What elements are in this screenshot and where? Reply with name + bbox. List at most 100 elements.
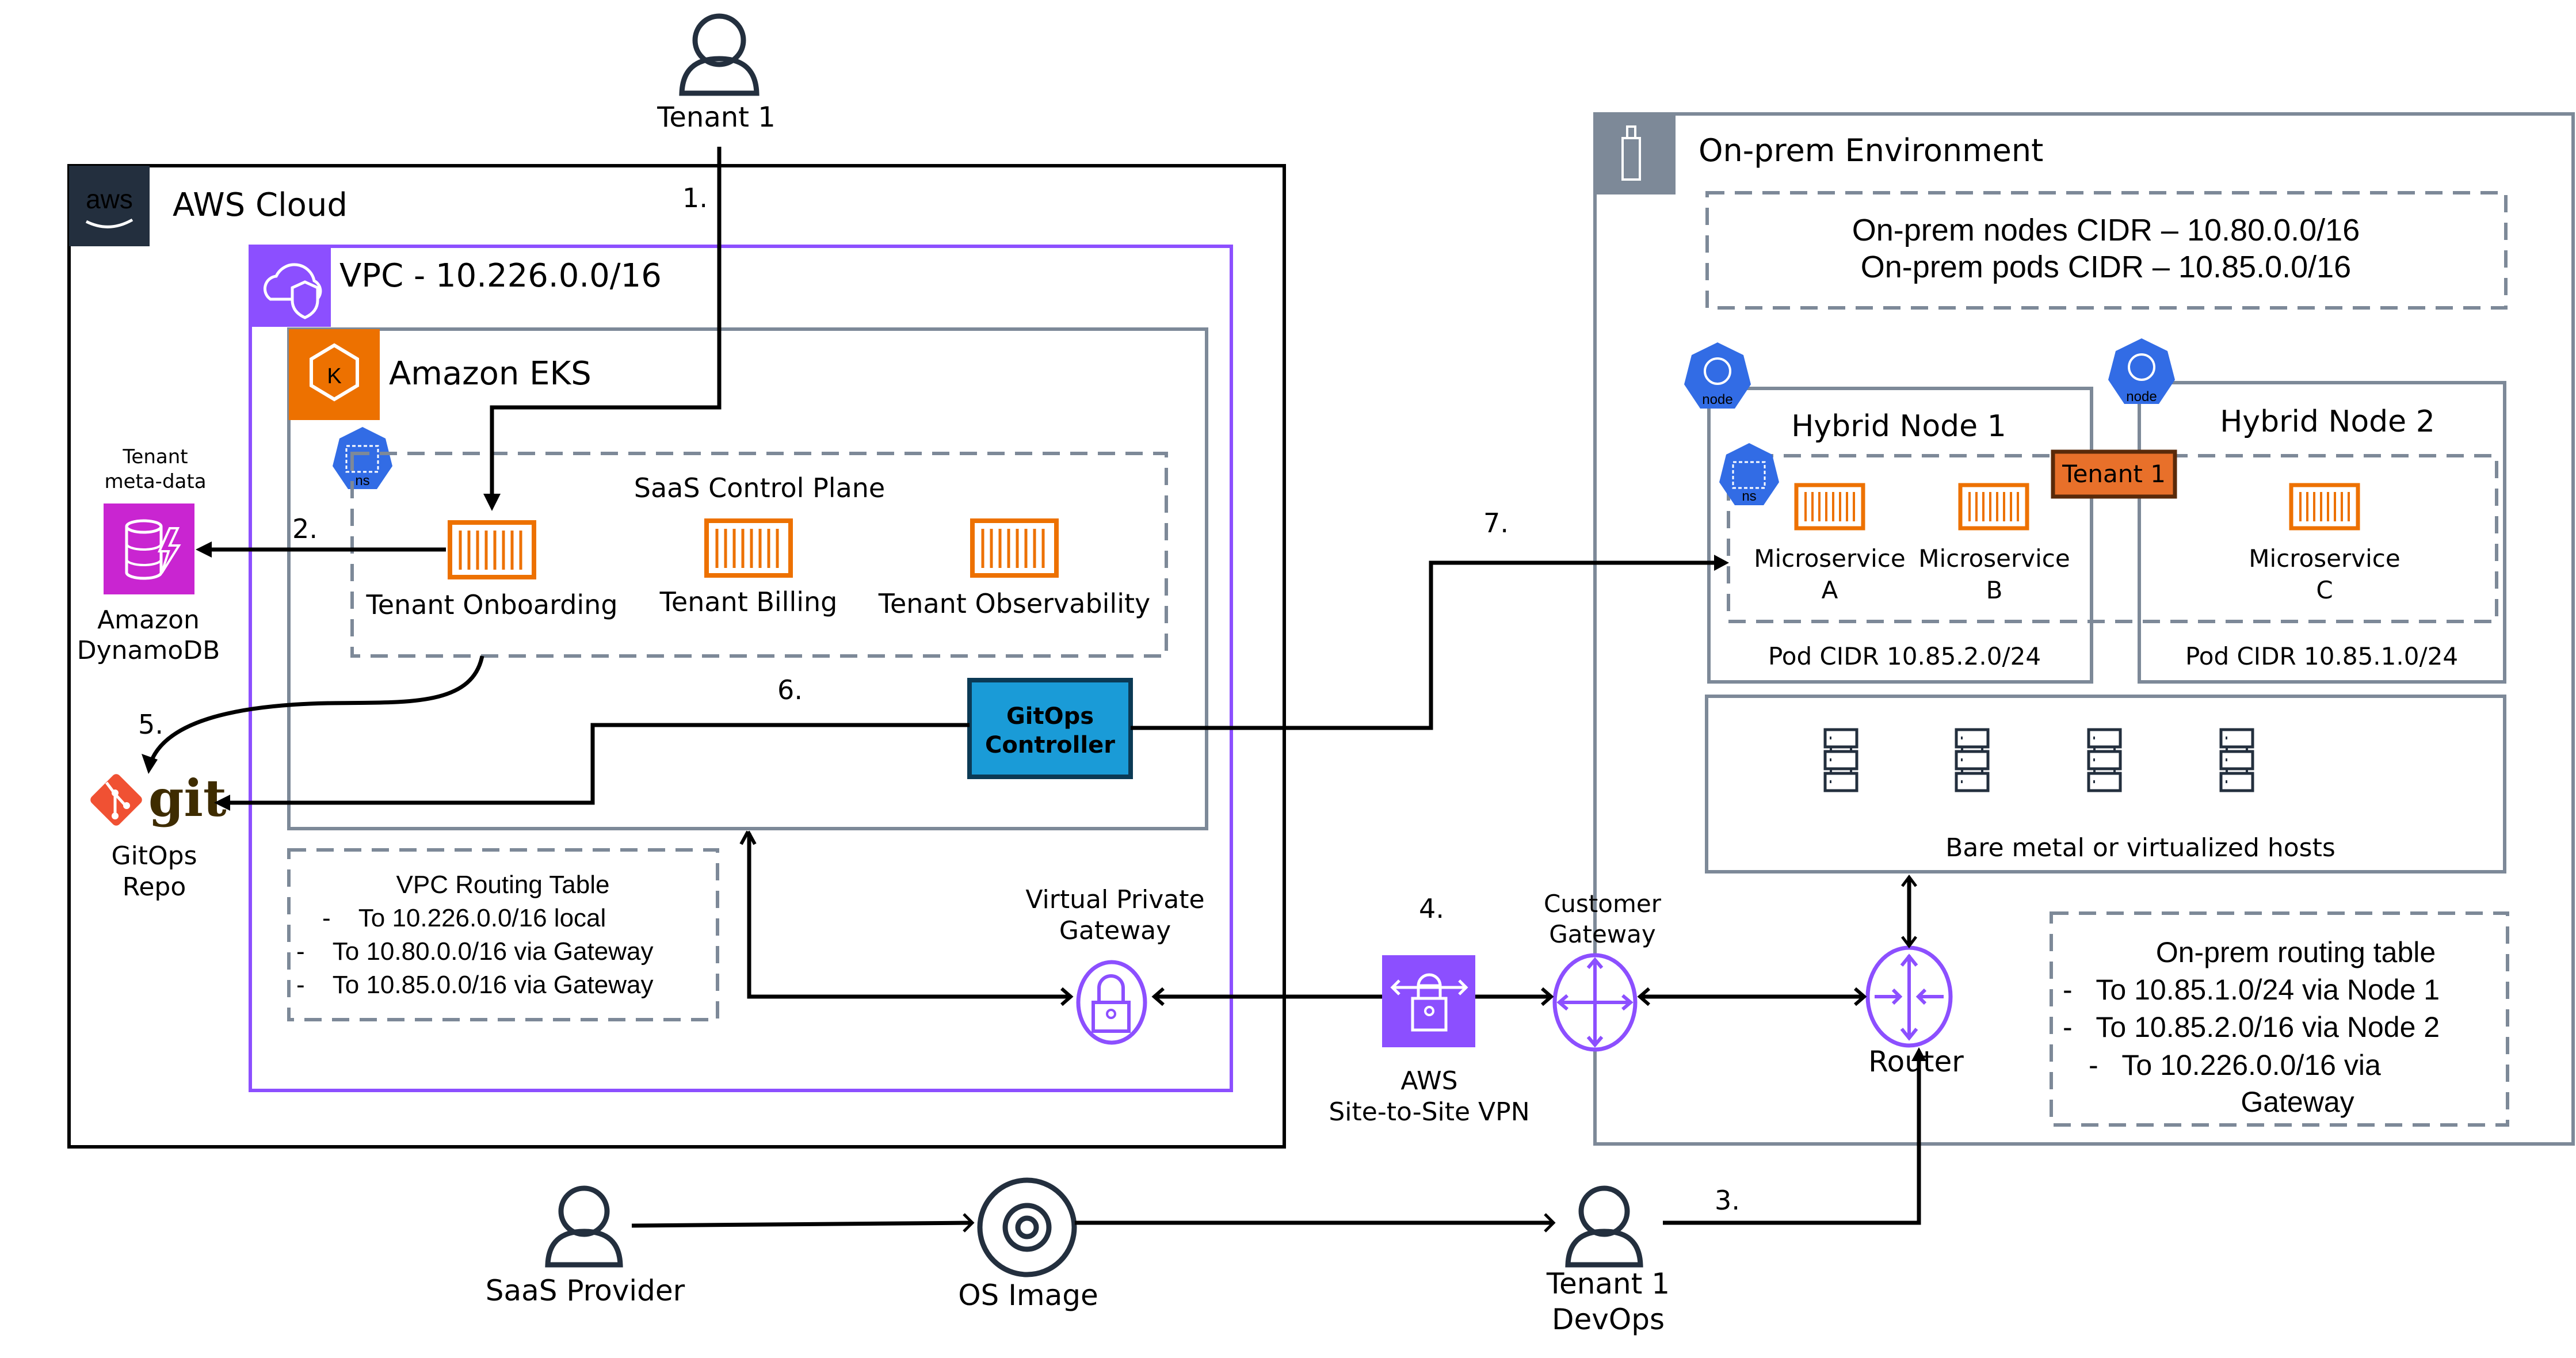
tenant-devops-actor[interactable]: Tenant 1 DevOps <box>1546 1185 1670 1336</box>
microservice-label: Microservice <box>1754 544 1905 573</box>
step-1-label: 1. <box>682 182 708 213</box>
gitops-controller-label-2: Controller <box>985 732 1115 758</box>
ns-label: ns <box>1742 489 1756 504</box>
gitops-controller-label-1: GitOps <box>1006 703 1094 730</box>
eks-group: K Amazon EKS ns SaaS Control Plane Tenan… <box>287 327 1208 830</box>
saas-provider-actor[interactable]: SaaS Provider <box>486 1185 685 1307</box>
git-label-1: GitOps <box>111 841 197 871</box>
site-to-site-vpn[interactable]: AWS Site-to-Site VPN <box>1329 955 1530 1127</box>
hosts-boundary <box>1705 695 2506 873</box>
gear-icon <box>1704 357 1731 385</box>
container-bars-icon <box>2299 492 2350 521</box>
vpc-routing-row: - To 10.85.0.0/16 via Gateway <box>296 971 653 999</box>
server-icon <box>1955 728 1990 792</box>
vpc-title: VPC - 10.226.0.0/16 <box>339 257 662 295</box>
vpn-icon <box>1382 955 1475 1047</box>
microservice-a[interactable]: Microservice A <box>1754 483 1906 604</box>
vpc-shield-icon <box>291 280 319 319</box>
eks-title: Amazon EKS <box>389 355 591 392</box>
flow-5-line <box>148 655 484 764</box>
amazon-dynamodb[interactable]: Tenant meta-data Amazon DynamoDB <box>77 445 220 665</box>
router[interactable]: Router <box>1865 945 1964 1078</box>
vpg-label-2: Gateway <box>1059 916 1171 945</box>
tenant-1-tag[interactable] <box>1729 285 2093 309</box>
virtual-private-gateway[interactable]: Virtual Private Gateway <box>1025 885 1205 1045</box>
onprem-cidr-line: On-prem pods CIDR – 10.85.0.0/16 <box>1861 250 2351 284</box>
devops-label-1: Tenant 1 <box>1546 1267 1670 1300</box>
git-wordmark: git <box>148 768 227 828</box>
container-bars-icon <box>459 531 522 570</box>
vpg-label-1: Virtual Private <box>1025 885 1204 914</box>
namespace-badge-onprem: ns <box>1719 443 1779 505</box>
service-tenant-observability[interactable]: Tenant Observability <box>878 518 1151 619</box>
onprem-routing-row: - To 10.85.1.0/24 via Node 1 <box>2063 974 2440 1006</box>
hybrid-node-1-boundary <box>1707 387 2093 684</box>
aws-smile-icon <box>85 218 133 228</box>
container-bars-icon <box>715 529 779 568</box>
gitops-repo[interactable]: git GitOps Repo <box>89 768 227 902</box>
vpc-boundary <box>249 245 1233 1092</box>
service-tenant-onboarding[interactable]: Tenant Onboarding <box>365 520 618 620</box>
step-6-label: 6. <box>777 674 803 705</box>
git-label-2: Repo <box>123 872 186 902</box>
aws-logo-text: aws <box>86 184 133 214</box>
user-icon <box>1578 1185 1630 1237</box>
onprem-routing-title: On-prem routing table <box>2156 936 2436 968</box>
aws-logo-icon <box>69 166 150 246</box>
gitops-controller[interactable]: GitOps Controller <box>967 678 1133 779</box>
disc-icon <box>977 1177 1077 1277</box>
server-rack-icons <box>1823 728 2254 792</box>
provider-to-image-line <box>631 1220 973 1228</box>
tenant-1-label: Tenant 1 <box>657 101 776 133</box>
container-icon <box>1958 483 2029 531</box>
onprem-title: On-prem Environment <box>1699 132 2043 169</box>
onprem-routing-row: - To 10.226.0.0/16 via <box>2089 1049 2381 1081</box>
dynamodb-label-2: DynamoDB <box>77 636 220 665</box>
devops-label-2: DevOps <box>1552 1303 1665 1336</box>
onprem-routing-row: Gateway <box>2241 1086 2354 1118</box>
user-icon <box>558 1185 610 1237</box>
eks-hex-icon <box>310 343 359 402</box>
aws-cloud-boundary <box>67 164 1286 1149</box>
container-icon <box>1794 483 1865 531</box>
container-bars-icon <box>1968 492 2019 521</box>
os-image[interactable]: OS Image <box>958 1177 1098 1312</box>
customer-gateway[interactable]: Customer Gateway <box>1544 890 1662 1052</box>
cgw-label-1: Customer <box>1544 890 1662 918</box>
service-tenant-billing[interactable]: Tenant Billing <box>659 518 838 617</box>
pod-cidr-node-1: Pod CIDR 10.85.2.0/24 <box>1768 642 2041 670</box>
tenant-1-actor[interactable]: Tenant 1 <box>657 13 776 133</box>
microservice-c[interactable]: Microservice C <box>2249 483 2401 604</box>
microservice-b[interactable]: Microservice B <box>1918 483 2070 604</box>
aws-cloud-title: AWS Cloud <box>173 186 348 224</box>
k8s-node-badge-2: node <box>2108 338 2175 405</box>
container-bars-icon <box>981 529 1045 568</box>
dynamodb-caption-1: Tenant <box>122 445 188 468</box>
microservice-suffix: B <box>1986 576 2003 604</box>
saas-control-plane-title: SaaS Control Plane <box>634 472 885 503</box>
vpc-routing-row: - To 10.80.0.0/16 via Gateway <box>296 937 653 966</box>
container-icon <box>970 518 1059 578</box>
vpn-label-2: Site-to-Site VPN <box>1329 1097 1529 1127</box>
service-label: Tenant Observability <box>878 588 1151 619</box>
router-label: Router <box>1868 1045 1964 1078</box>
saas-provider-label: SaaS Provider <box>486 1274 685 1307</box>
vpc-routing-title: VPC Routing Table <box>396 871 610 899</box>
namespace-badge: ns <box>333 427 392 489</box>
microservice-suffix: A <box>1822 576 1838 604</box>
service-label: Tenant Billing <box>659 586 838 617</box>
microservice-suffix: C <box>2316 576 2333 604</box>
microservice-label: Microservice <box>1918 544 2070 573</box>
hybrid-node-1-title: Hybrid Node 1 <box>1791 409 2006 444</box>
step-3-label: 3. <box>1715 1185 1740 1216</box>
service-label: Tenant Onboarding <box>365 589 617 620</box>
pod-cidr-node-2: Pod CIDR 10.85.1.0/24 <box>2185 642 2458 670</box>
tenant-1-orange-label[interactable]: Tenant 1 <box>2051 449 2177 499</box>
flow-1-line <box>490 147 722 498</box>
onprem-boundary <box>1593 112 2575 1146</box>
step-2-label: 2. <box>292 513 318 544</box>
dynamodb-caption-2: meta-data <box>104 470 206 493</box>
onprem-group: On-prem Environment On-prem nodes CIDR –… <box>1593 112 2575 1146</box>
vpc-routing-table: VPC Routing Table - To 10.226.0.0/16 loc… <box>287 848 719 1021</box>
